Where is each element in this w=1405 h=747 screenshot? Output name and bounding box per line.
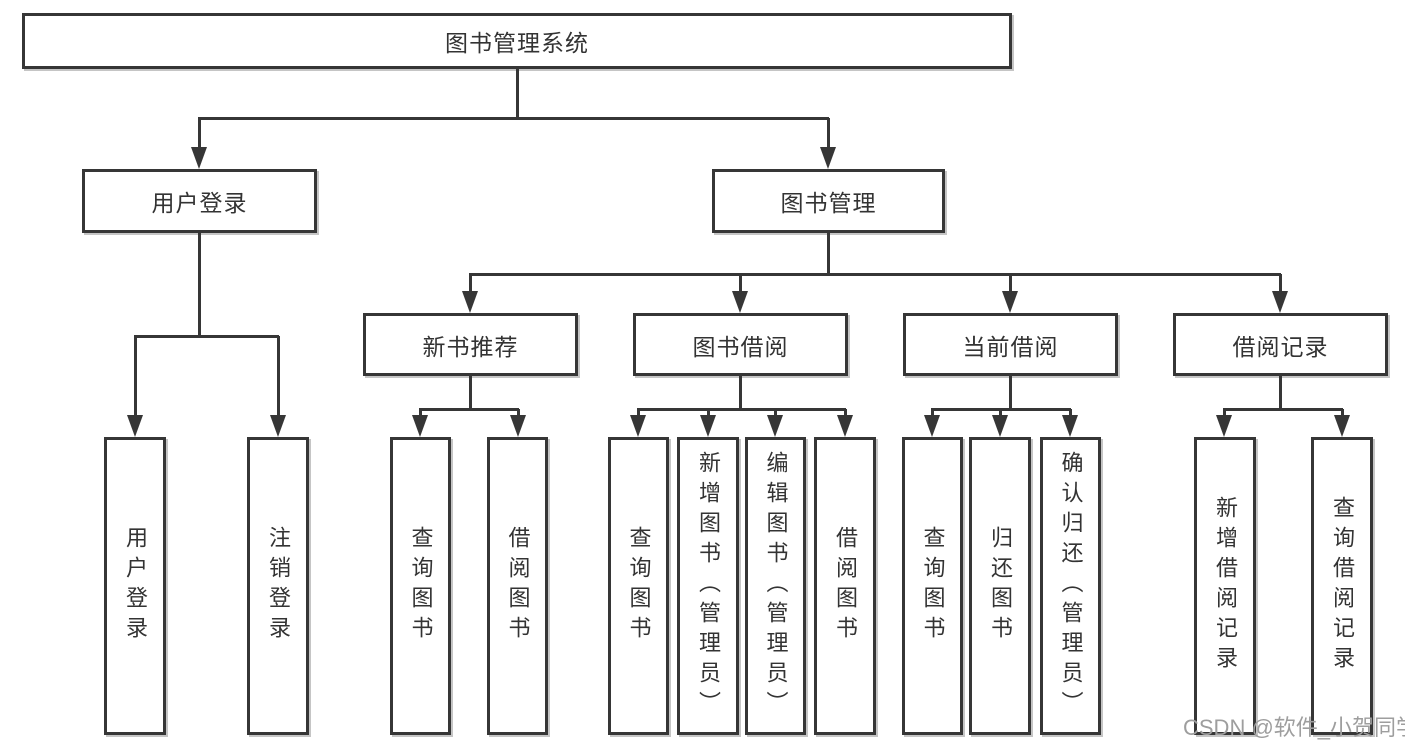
connector-drop — [1279, 274, 1282, 292]
arrow-down-icon — [924, 415, 940, 437]
connector-drop — [1069, 409, 1072, 416]
connector-drop — [739, 274, 742, 292]
arrow-down-icon — [992, 415, 1008, 437]
node-borrow-record: 借阅记录 — [1173, 313, 1388, 376]
leaf-return-books: 归还图书 — [969, 437, 1031, 735]
node-current-borrow: 当前借阅 — [903, 313, 1118, 376]
leaf-confirm-return-admin-label: 确认归还（管理员） — [1058, 451, 1084, 721]
connector-drop — [198, 118, 201, 148]
leaf-user-login-label: 用户登录 — [123, 526, 148, 646]
node-book-management: 图书管理 — [712, 169, 945, 233]
connector-drop — [517, 409, 520, 416]
leaf-return-books-label: 归还图书 — [988, 526, 1013, 646]
arrow-down-icon — [700, 415, 716, 437]
connector-drop — [999, 409, 1002, 416]
arrow-down-icon — [462, 291, 478, 313]
connector-bar — [134, 335, 279, 338]
connector-stem — [739, 373, 742, 410]
connector-drop — [844, 409, 847, 416]
node-user-login: 用户登录 — [82, 169, 317, 233]
leaf-user-login: 用户登录 — [104, 437, 166, 735]
connector-bar — [1223, 408, 1343, 411]
connector-drop — [419, 409, 422, 416]
leaf-add-books-admin-label: 新增图书（管理员） — [696, 451, 721, 721]
node-current-borrow-label: 当前借阅 — [962, 333, 1059, 360]
arrow-down-icon — [732, 291, 748, 313]
node-book-management-label: 图书管理 — [780, 190, 877, 216]
connector-drop — [707, 409, 710, 416]
connector-drop — [277, 336, 280, 416]
connector-bar — [637, 408, 846, 411]
leaf-add-books-admin: 新增图书（管理员） — [677, 437, 739, 735]
leaf-borrow-books: 借阅图书 — [814, 437, 876, 735]
connector-stem — [469, 373, 472, 410]
node-user-login-label: 用户登录 — [151, 190, 248, 216]
connector-drop — [134, 336, 137, 416]
connector-drop — [827, 118, 830, 148]
leaf-query-books-recommend: 查询图书 — [390, 437, 451, 735]
arrow-down-icon — [127, 415, 143, 437]
arrow-down-icon — [1002, 291, 1018, 313]
arrow-down-icon — [510, 415, 526, 437]
connector-bar — [198, 117, 829, 120]
arrow-down-icon — [1216, 415, 1232, 437]
leaf-query-books-borrow-label: 查询图书 — [626, 526, 652, 646]
node-book-borrow: 图书借阅 — [633, 313, 848, 376]
leaf-edit-books-admin-label: 编辑图书（管理员） — [763, 451, 789, 721]
arrow-down-icon — [412, 415, 428, 437]
connector-bar — [419, 408, 519, 411]
leaf-query-borrow-record: 查询借阅记录 — [1311, 437, 1373, 735]
connector-drop — [774, 409, 777, 416]
leaf-add-borrow-record: 新增借阅记录 — [1194, 437, 1256, 735]
leaf-borrow-books-label: 借阅图书 — [833, 526, 858, 646]
leaf-add-borrow-record-label: 新增借阅记录 — [1213, 496, 1238, 676]
connector-drop — [637, 409, 640, 416]
arrow-down-icon — [270, 415, 286, 437]
leaf-borrow-books-recommend-label: 借阅图书 — [505, 526, 531, 646]
arrow-down-icon — [191, 147, 207, 169]
node-book-borrow-label: 图书借阅 — [692, 333, 789, 360]
arrow-down-icon — [767, 415, 783, 437]
connector-drop — [1223, 409, 1226, 416]
arrow-down-icon — [820, 147, 836, 169]
connector-drop — [1009, 274, 1012, 292]
node-new-book-recommend-label: 新书推荐 — [422, 333, 519, 360]
connector-stem — [1279, 373, 1282, 410]
leaf-logout-label: 注销登录 — [266, 526, 291, 646]
leaf-edit-books-admin: 编辑图书（管理员） — [745, 437, 806, 735]
leaf-query-borrow-record-label: 查询借阅记录 — [1330, 496, 1355, 676]
leaf-query-books-recommend-label: 查询图书 — [408, 526, 434, 646]
leaf-query-books-current-label: 查询图书 — [920, 526, 946, 646]
connector-drop — [1341, 409, 1344, 416]
node-new-book-recommend: 新书推荐 — [363, 313, 578, 376]
arrow-down-icon — [1334, 415, 1350, 437]
connector-stem — [516, 66, 519, 119]
connector-stem — [198, 230, 201, 337]
leaf-logout: 注销登录 — [247, 437, 309, 735]
leaf-query-books-borrow: 查询图书 — [608, 437, 669, 735]
connector-stem — [827, 230, 830, 275]
node-borrow-record-label: 借阅记录 — [1232, 333, 1329, 360]
node-root-label: 图书管理系统 — [445, 30, 589, 56]
connector-drop — [469, 274, 472, 292]
connector-drop — [931, 409, 934, 416]
arrow-down-icon — [837, 415, 853, 437]
connector-bar — [469, 273, 1281, 276]
arrow-down-icon — [630, 415, 646, 437]
leaf-confirm-return-admin: 确认归还（管理员） — [1040, 437, 1101, 735]
node-root: 图书管理系统 — [22, 13, 1012, 69]
leaf-borrow-books-recommend: 借阅图书 — [487, 437, 548, 735]
watermark: CSDN @软件_小贺同学 — [1183, 715, 1405, 740]
connector-stem — [1009, 373, 1012, 410]
arrow-down-icon — [1272, 291, 1288, 313]
arrow-down-icon — [1062, 415, 1078, 437]
leaf-query-books-current: 查询图书 — [902, 437, 963, 735]
